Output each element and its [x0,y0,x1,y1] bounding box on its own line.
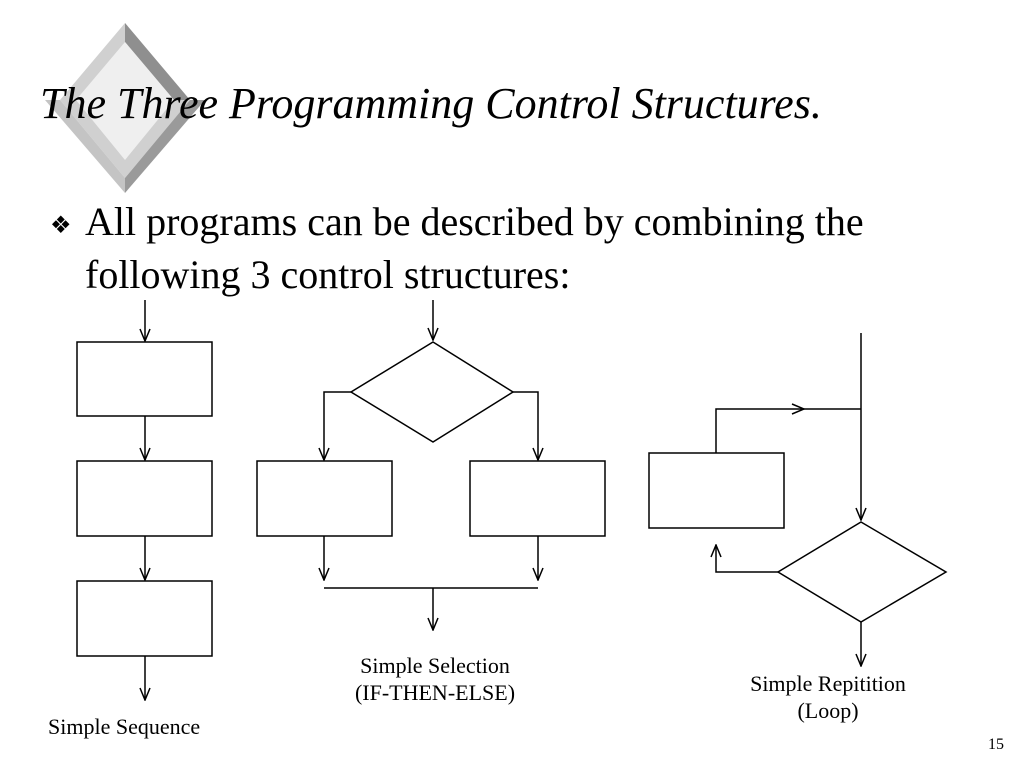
selection-caption: Simple Selection (IF-THEN-ELSE) [335,652,535,706]
sequence-box-2 [76,460,213,537]
slide-number: 15 [988,736,1004,753]
repetition-loop-box [648,452,785,529]
selection-box-left [256,460,393,537]
repetition-flowchart [648,333,948,666]
sequence-box-1 [76,341,213,417]
sequence-box-3 [76,580,213,657]
sequence-caption: Simple Sequence [48,714,201,739]
selection-left-branch [324,391,351,460]
repetition-loop-top-line [715,409,804,453]
selection-caption-line-2: (IF-THEN-ELSE) [354,680,516,705]
repetition-caption-line-1: Simple Repitition [750,671,906,696]
repetition-caption-line-2: (Loop) [797,698,859,723]
selection-box-right [469,460,606,537]
slide-title: The Three Programming Control Structures… [40,79,822,128]
sequence-flowchart [76,300,213,700]
repetition-caption: Simple Repitition (Loop) [718,670,938,724]
selection-decision-diamond [349,341,515,443]
selection-caption-line-1: Simple Selection [360,653,510,678]
bullet-text: All programs can be described by combini… [85,199,864,297]
diamond-bullet-icon: ❖ [50,213,72,239]
repetition-decision-diamond [776,521,948,623]
selection-right-branch [513,391,538,460]
repetition-loop-back-line [716,545,778,573]
selection-flowchart [256,300,606,630]
